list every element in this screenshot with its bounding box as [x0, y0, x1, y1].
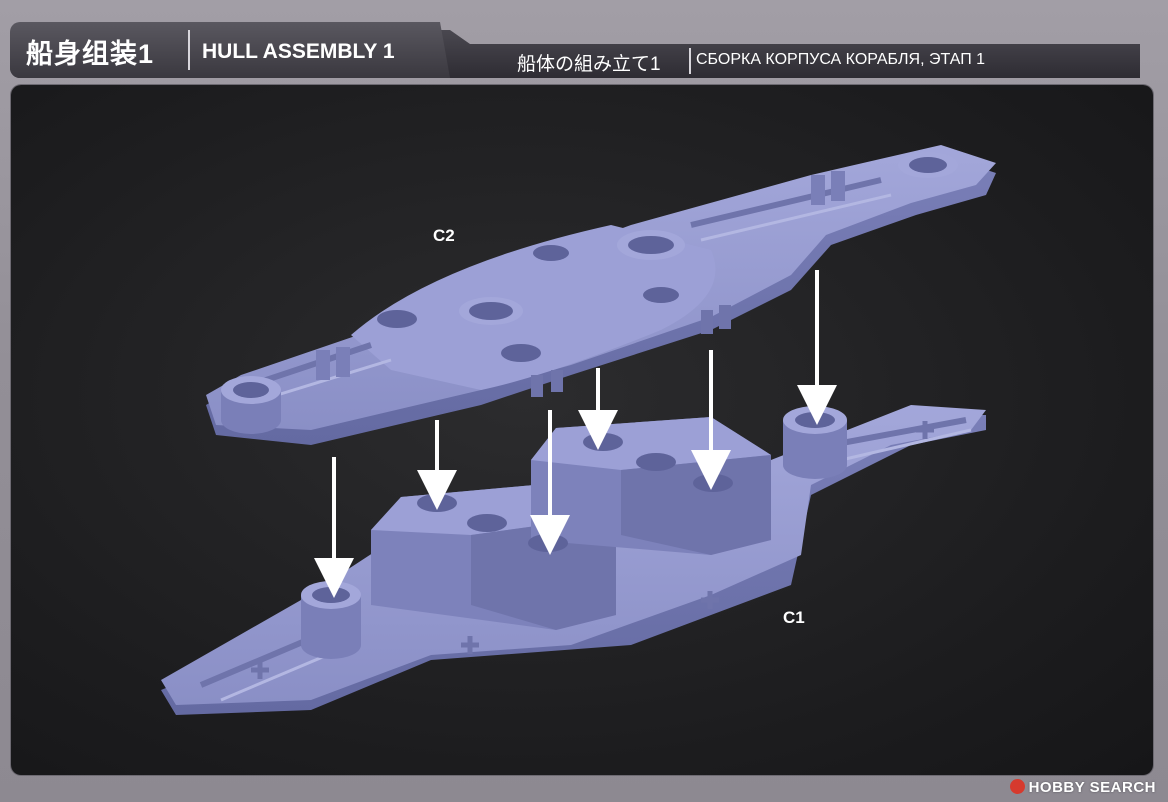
title-russian: СБОРКА КОРПУСА КОРАБЛЯ, ЭТАП 1: [696, 51, 986, 68]
hull-part-c2: [206, 145, 996, 445]
title-english: HULL ASSEMBLY 1: [202, 40, 395, 63]
title-chinese: 船身组装1: [26, 39, 155, 69]
part-label-c1: C1: [783, 608, 805, 627]
hull-part-c1: [161, 405, 986, 715]
watermark-text: HOBBY SEARCH: [1028, 779, 1156, 796]
part-label-c2: C2: [433, 226, 455, 245]
header-divider: [188, 30, 190, 70]
title-japanese: 船体の組み立て1: [517, 54, 661, 75]
assembly-diagram: [161, 145, 996, 715]
watermark: HOBBY SEARCH: [1009, 779, 1156, 796]
header-title-tab: [10, 22, 450, 78]
assembly-arrows: [314, 270, 837, 598]
header-divider-2: [689, 48, 691, 74]
watermark-logo-icon: [1009, 779, 1025, 794]
